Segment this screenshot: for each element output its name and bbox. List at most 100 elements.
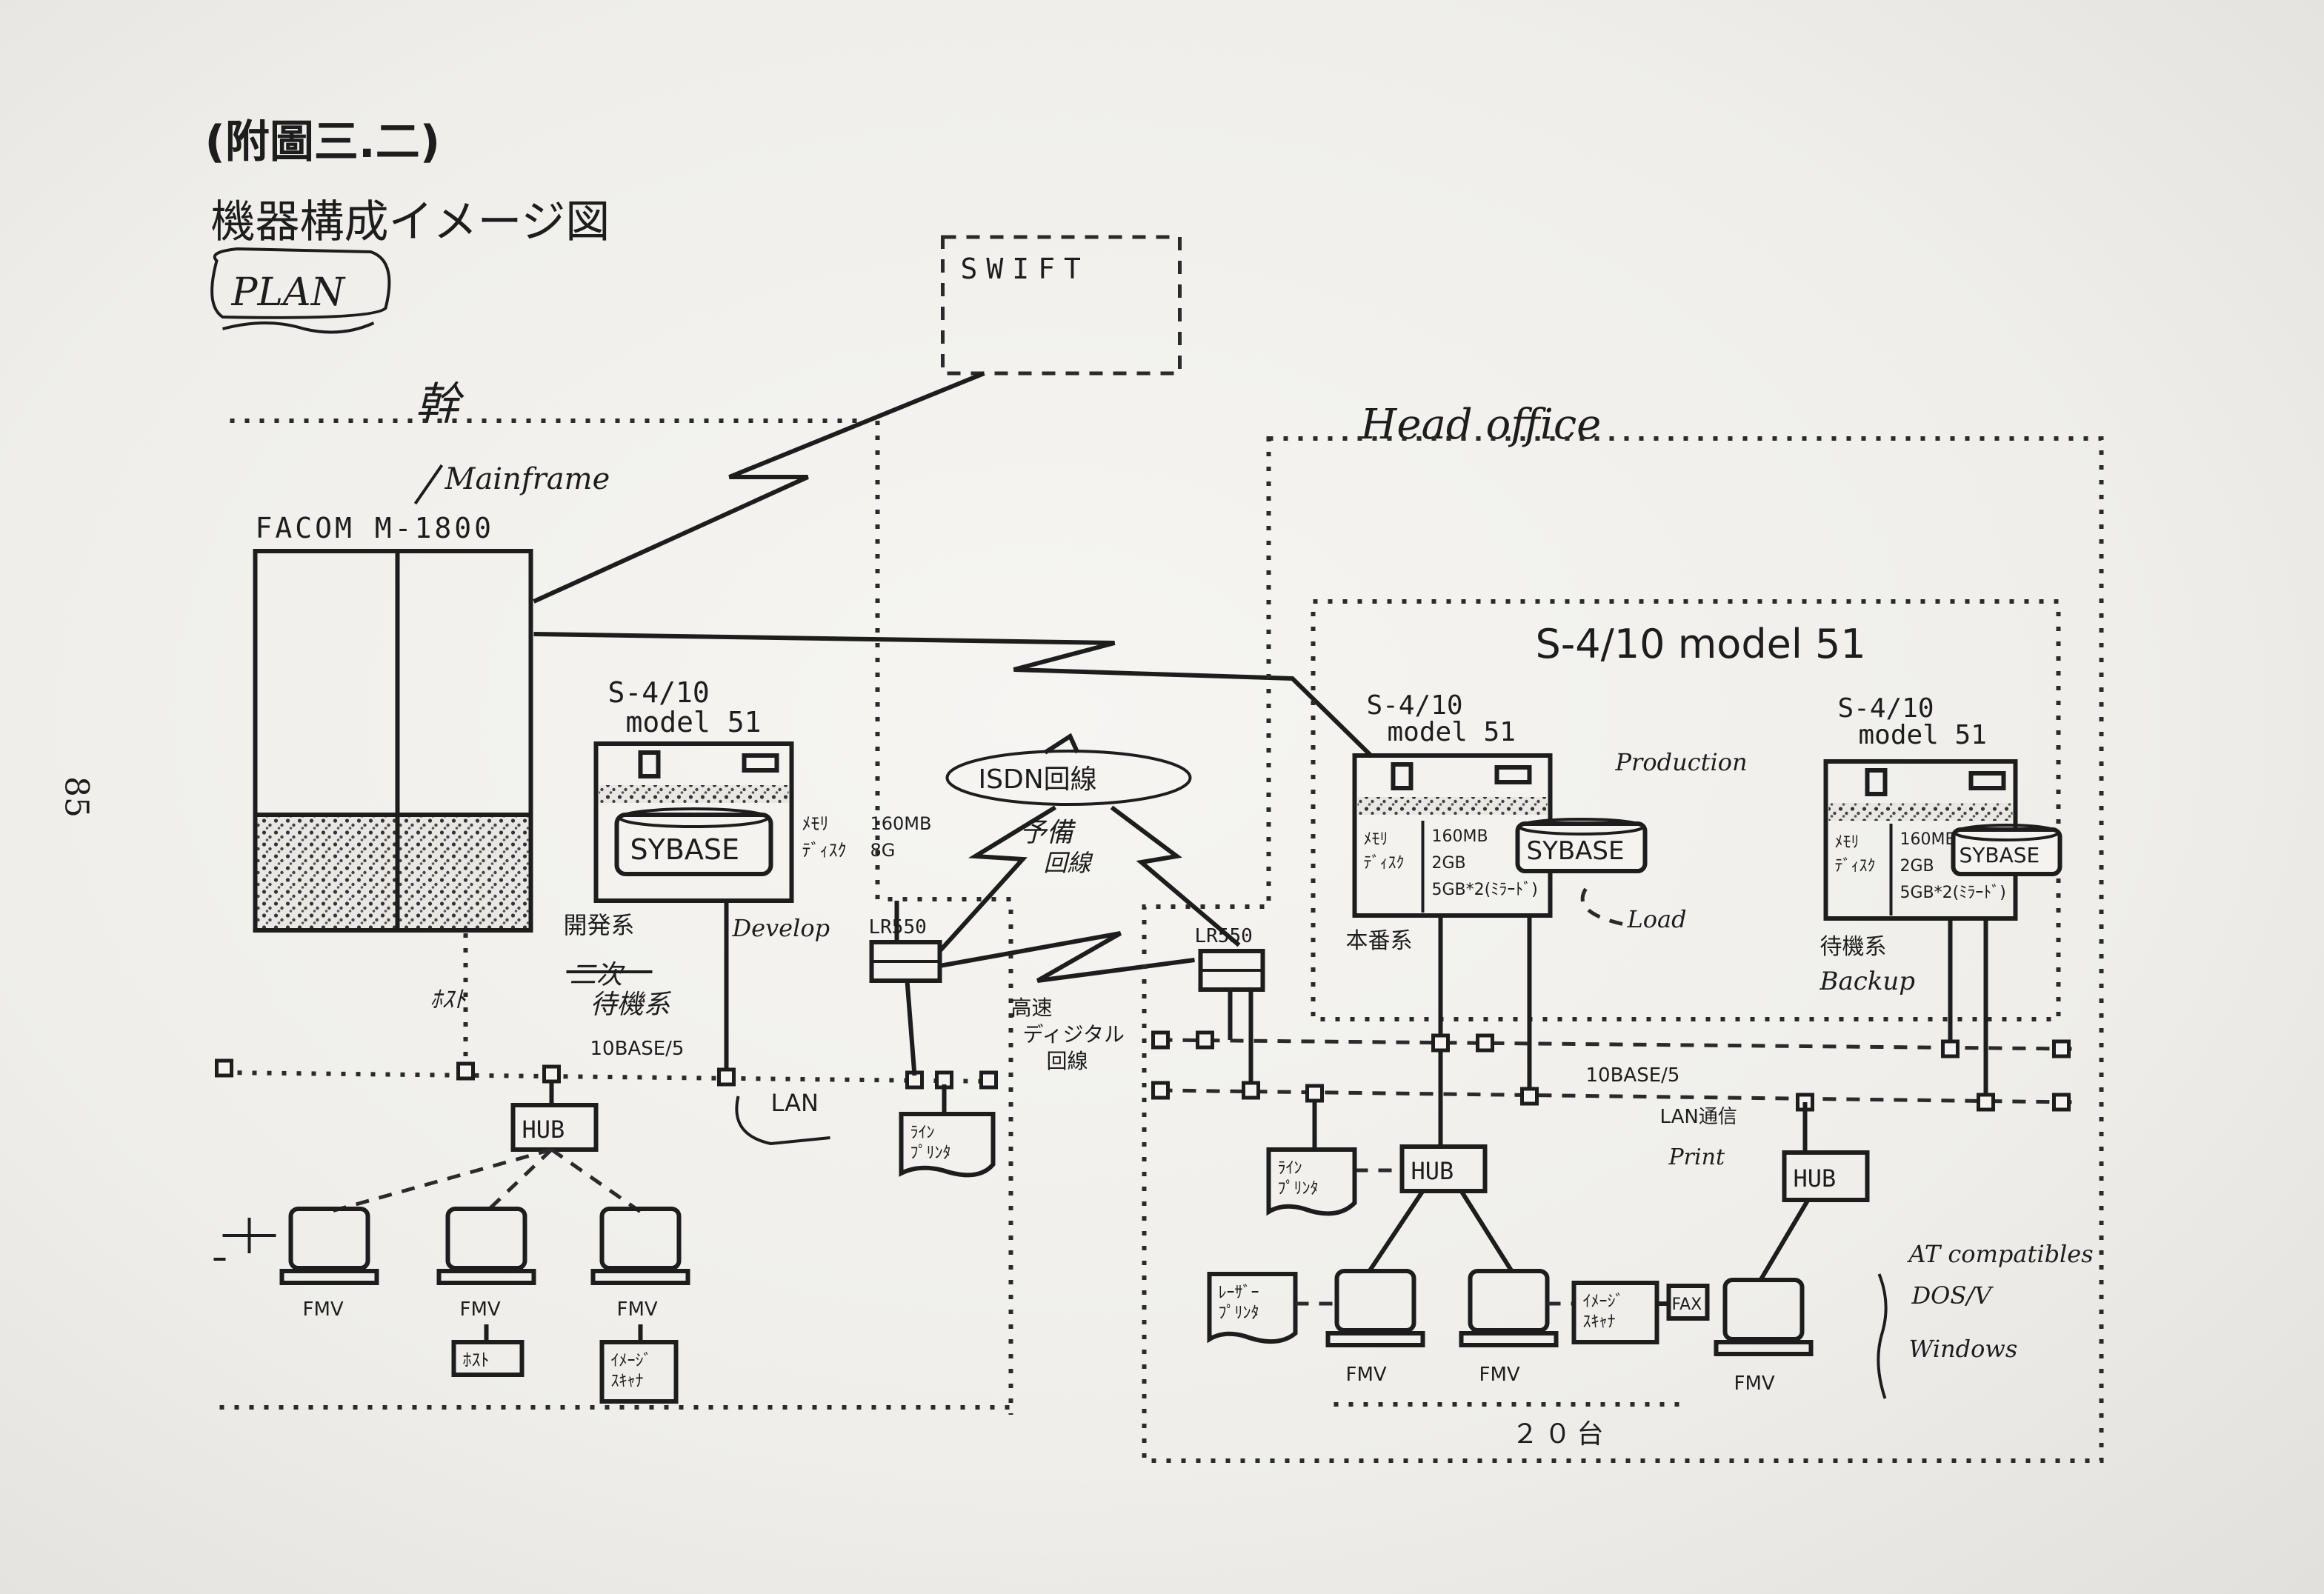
backup-line-label: 予備 (1020, 818, 1076, 848)
dev-mem-label: ﾒﾓﾘ (802, 813, 829, 834)
digital-line-2: ディジタル (1023, 1022, 1125, 1047)
right-image-scanner-label: ｲﾒｰｼﾞｽｷｬﾅ (1583, 1293, 1624, 1332)
left-terminal-2 (436, 1207, 536, 1285)
right-hub-1-label: HUB (1411, 1157, 1454, 1185)
prod-server-name-2: model 51 (1388, 717, 1516, 747)
left-line-printer-label: ﾗｲﾝﾌﾟﾘﾝﾀ (910, 1124, 951, 1163)
left-terminal-1 (213, 1207, 379, 1285)
backup-sybase-db (1951, 824, 2062, 876)
left-image-scanner-box (599, 1340, 679, 1404)
prod-load-arrow (1580, 887, 1625, 927)
prod-sybase-db (1515, 818, 1648, 873)
backup-line-label-2: 回線 (1044, 849, 1093, 877)
digital-line-3: 回線 (1047, 1049, 1088, 1073)
left-terminal-3 (590, 1207, 690, 1285)
laser-printer-label: ﾚｰｻﾞｰﾌﾟﾘﾝﾀ (1219, 1284, 1259, 1323)
left-terminal-3-label: FMV (617, 1298, 658, 1321)
left-router-label: LR550 (869, 916, 927, 938)
backup-sybase-label: SYBASE (1960, 843, 2040, 867)
prod-server-box (1352, 753, 1553, 918)
lan-note-scribble (735, 1096, 830, 1146)
backup-system-label: 待機系 (1820, 934, 1887, 960)
swift-label: SWIFT (961, 253, 1090, 285)
backup-server-name-2: model 51 (1859, 720, 1987, 750)
laser-printer (1207, 1272, 1298, 1344)
secondary-label-2: 待機系 (590, 990, 672, 1020)
mainframe-note: Mainframe (445, 462, 610, 496)
prod-disk-value: 2GB (1432, 854, 1466, 873)
digital-line-zigzag (939, 931, 1195, 983)
left-hub-label: HUB (522, 1116, 565, 1144)
right-terminal-2-label: FMV (1479, 1364, 1520, 1386)
digital-line-1: 高速 (1011, 996, 1053, 1020)
secondary-label: 二次 (570, 960, 626, 990)
dev-disk-value: 8G (870, 840, 896, 861)
prod-mirror-value: 5GB*2(ﾐﾗｰﾄﾞ) (1432, 881, 1538, 899)
right-hub-2-box (1782, 1150, 1870, 1202)
left-lan-label: 10BASE/5 (590, 1038, 685, 1060)
figure-subtitle: 機器構成イメージ図 (211, 196, 610, 248)
count-label: ２０台 (1512, 1419, 1610, 1450)
backup-mirror-value: 5GB*2(ﾐﾗｰﾄﾞ) (1900, 884, 2006, 902)
pc-note-1: AT compatibles (1907, 1240, 2094, 1268)
lan-note: LAN (771, 1089, 819, 1117)
dev-mem-value: 160MB (870, 813, 932, 834)
backup-mem-value: 160MB (1900, 830, 1957, 849)
isdn-zigzag-left (938, 805, 1057, 953)
dev-sybase-db (614, 807, 773, 876)
plan-label: PLAN (231, 270, 346, 315)
swift-box (941, 235, 1182, 376)
right-hub-2-link (1758, 1198, 1811, 1281)
mainframe-host-note: ﾎｽﾄ (430, 985, 467, 1013)
prod-mem-value: 160MB (1432, 827, 1488, 846)
lan-comm-label: LAN通信 (1660, 1106, 1737, 1128)
right-lan-backbone-2 (1159, 1088, 2072, 1104)
dev-server-box (593, 741, 794, 903)
dev-sybase-label: SYBASE (630, 833, 740, 866)
dev-server-name-1: S-4/10 (608, 676, 710, 709)
right-router-label: LR550 (1195, 925, 1253, 947)
backup-server-box (1823, 759, 2018, 921)
backup-server-name-1: S-4/10 (1838, 693, 1934, 724)
prod-server-name-1: S-4/10 (1367, 690, 1463, 721)
figure-title: (附圖三.二) (205, 116, 441, 168)
left-lan-nodes (215, 1058, 998, 1090)
plan-scribble-outline (210, 247, 391, 319)
head-office-note: Head office (1360, 401, 1602, 449)
isdn-cloud (945, 750, 1192, 806)
right-terminal-1-label: FMV (1346, 1364, 1387, 1386)
dev-server-name-2: model 51 (626, 706, 762, 738)
right-terminal-1 (1325, 1269, 1425, 1347)
isdn-zigzag-right (1110, 805, 1241, 947)
page-number: 85 (58, 776, 96, 818)
headoffice-link-line (533, 632, 1373, 758)
prod-server-note-2: Load (1627, 905, 1687, 933)
server-group-frame (1311, 599, 2061, 1021)
host-comm-box (451, 1340, 525, 1377)
prod-disk-label: ﾃﾞｨｽｸ (1364, 854, 1405, 873)
right-terminal-3 (1714, 1278, 1814, 1356)
lan-comm-note: Print (1668, 1144, 1725, 1170)
pc-note-2: DOS/V (1911, 1281, 1994, 1310)
right-lan-label: 10BASE/5 (1586, 1064, 1680, 1087)
right-lan-nodes (1151, 1030, 2071, 1112)
left-terminal-1-label: FMV (303, 1298, 344, 1321)
mainframe-note-arrow (413, 464, 444, 505)
dev-disk-label: ﾃﾞｨｽｸ (802, 840, 847, 861)
isdn-zigzag-top (1043, 733, 1080, 755)
right-terminal-2 (1459, 1269, 1559, 1347)
left-image-scanner-label: ｲﾒｰｼﾞｽｷｬﾅ (611, 1352, 652, 1391)
swift-link-line (533, 371, 985, 604)
dev-system-label: 開発系 (564, 911, 635, 939)
server-group-title: S-4/10 model 51 (1536, 621, 1866, 667)
fax-label: FAX (1672, 1295, 1702, 1314)
backup-disk-value: 2GB (1900, 857, 1934, 876)
mainframe-cabinet (253, 549, 533, 933)
backup-server-note: Backup (1819, 967, 1916, 996)
plan-underline-scribble (222, 321, 375, 334)
right-hub-1-links (1368, 1190, 1514, 1273)
prod-system-label: 本番系 (1346, 928, 1413, 954)
isdn-label: ISDN回線 (979, 764, 1097, 795)
